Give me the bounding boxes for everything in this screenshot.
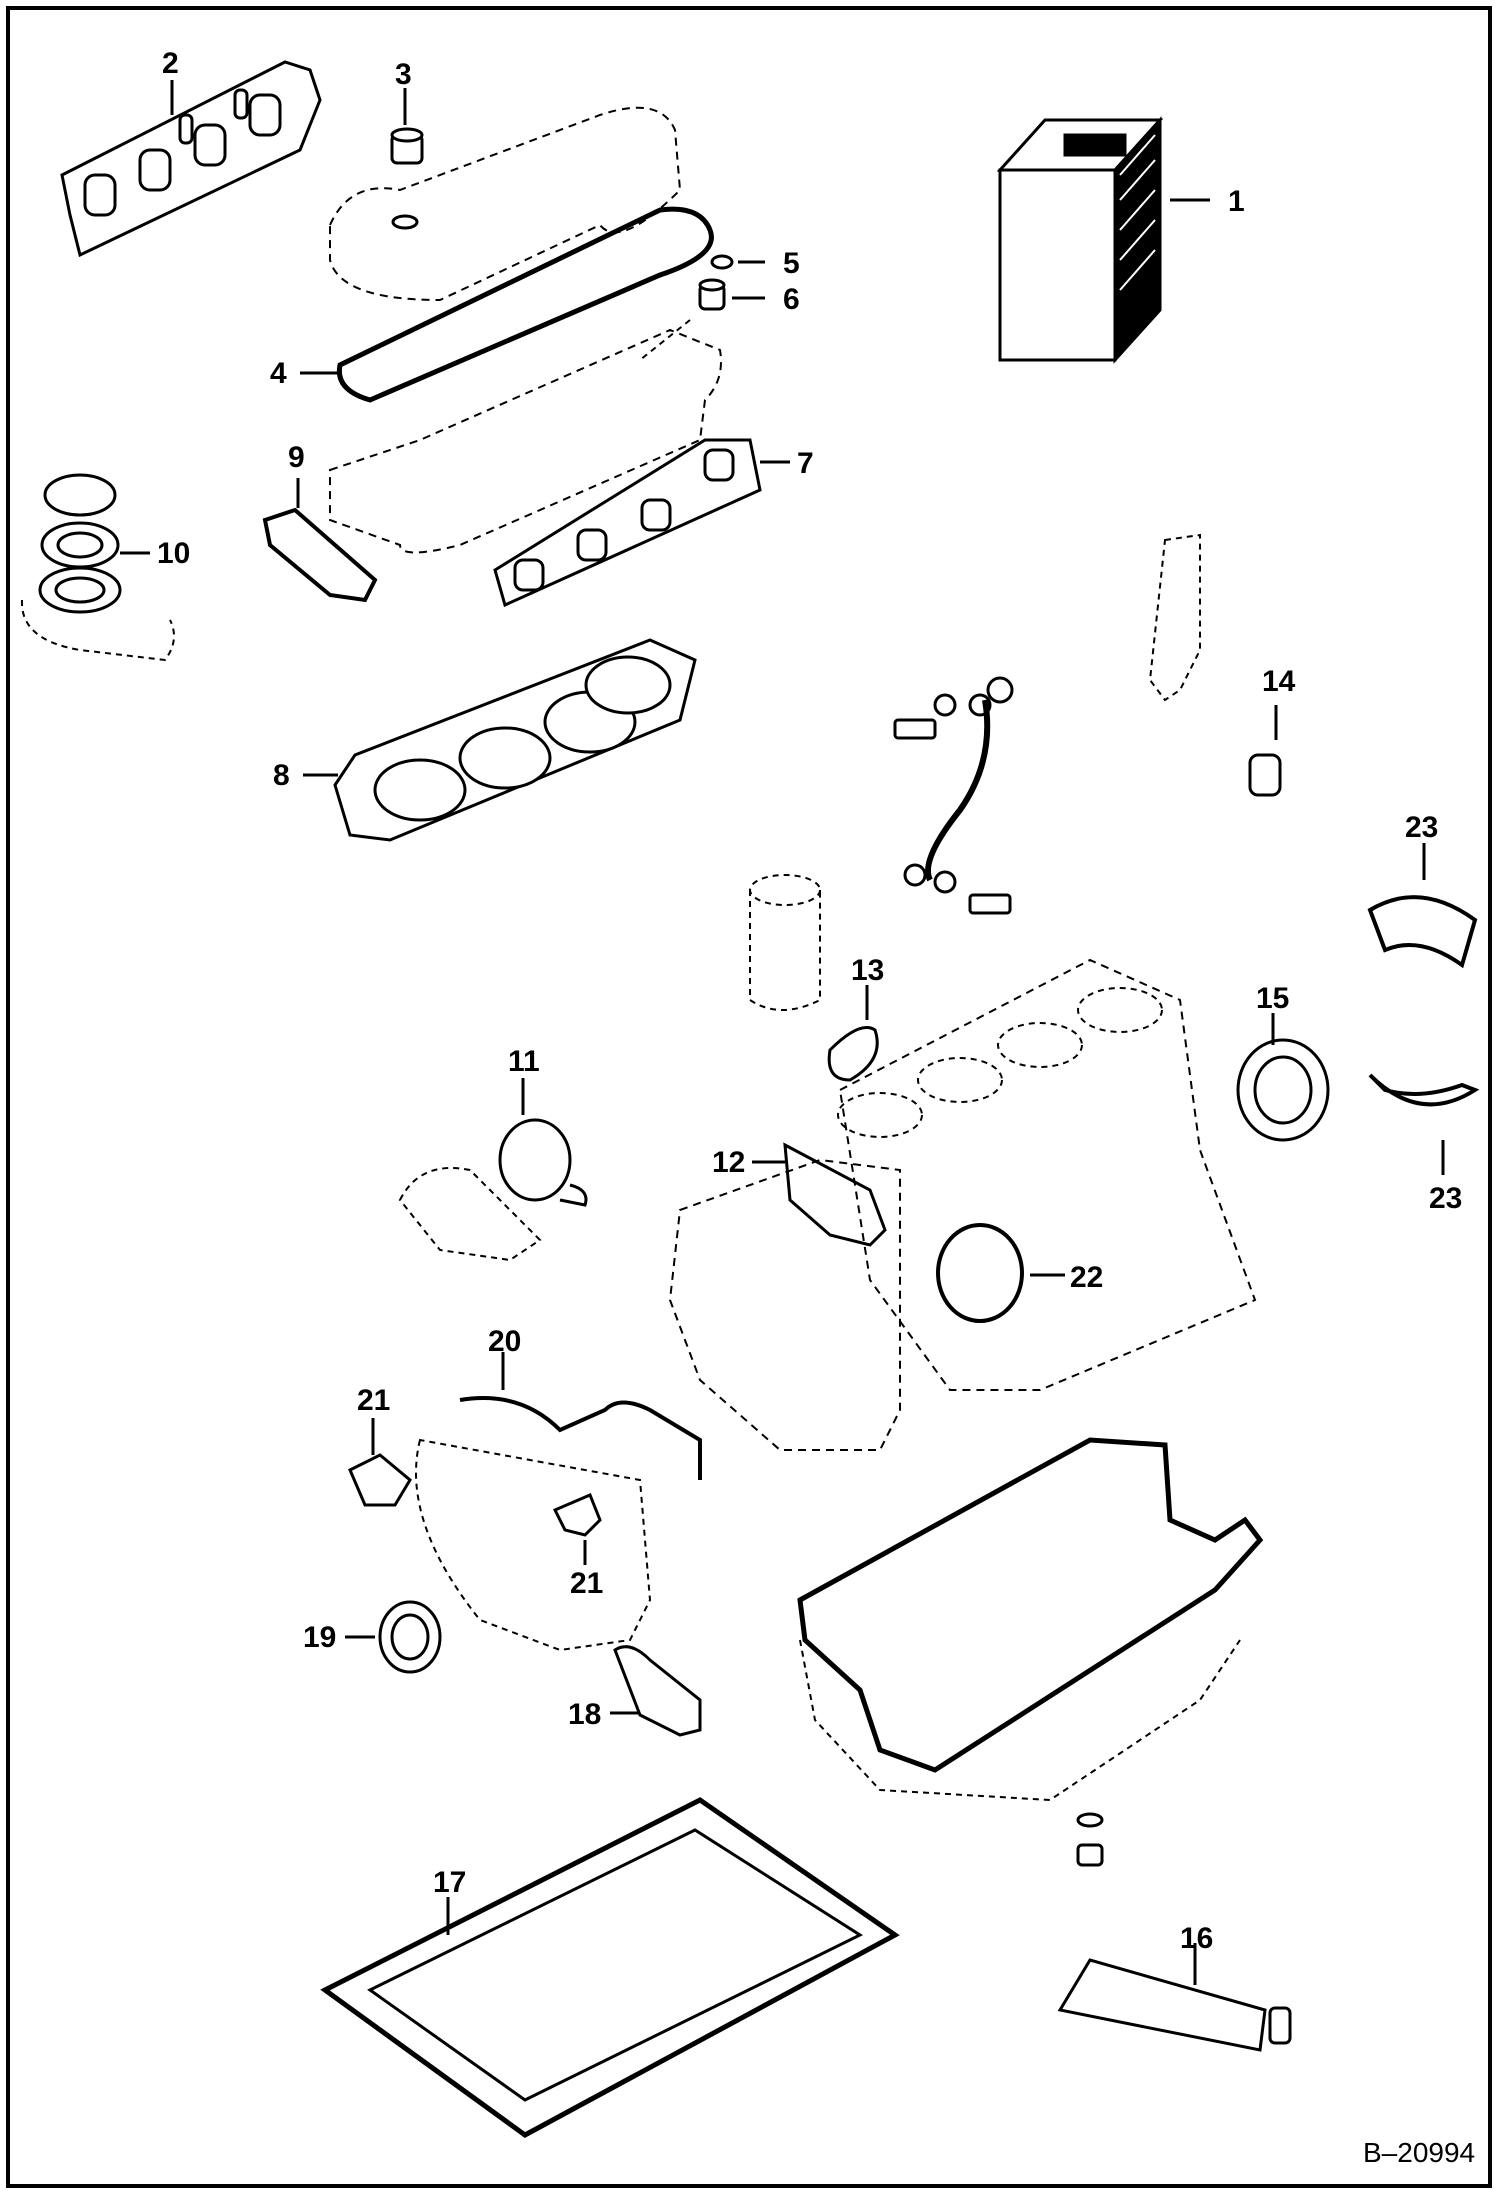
callout-11: 11 [508,1045,540,1078]
part-23-thrust-washer-upper [1367,895,1478,969]
part-12-gasket [783,1142,887,1247]
callout-15: 15 [1256,982,1289,1015]
callout-22: 22 [1070,1261,1103,1294]
callout-17: 17 [433,1866,466,1899]
callout-8: 8 [273,759,290,792]
callout-13: 13 [851,954,884,987]
oil-line-assembly [893,676,1014,915]
callout-4: 4 [270,357,287,390]
part-18-gasket [613,1645,702,1737]
part-2-exhaust-manifold-gasket [60,60,322,258]
part-7-intake-manifold-gasket [493,438,762,608]
cylinder-head-outline [329,328,722,554]
part-5-o-ring [710,254,734,270]
engine-block-outline [838,958,1257,1391]
part-8-head-gasket [333,638,697,842]
callout-16: 16 [1180,1922,1213,1955]
callout-18: 18 [568,1698,601,1731]
figure-reference: B–20994 [1363,2137,1475,2168]
oil-pan-gasket [797,1437,1264,1773]
part-23-thrust-washer-lower [1368,1073,1480,1107]
callout-6: 6 [783,283,800,316]
timing-cover-outline [668,1158,901,1451]
callout-21-left: 21 [357,1384,390,1417]
callout-5: 5 [783,247,800,280]
part-17-oil-pan-gasket [320,1797,900,2138]
part-10-gasket [20,473,175,662]
part-14-gasket [1148,533,1282,797]
part-19-oil-seal [378,1600,442,1674]
part-11-gasket [398,1118,588,1262]
callout-9: 9 [288,441,305,474]
callout-1: 1 [1228,185,1245,218]
part-9-gasket [262,507,378,603]
callout-14: 14 [1262,665,1296,698]
part-4-valve-cover-gasket [336,206,714,403]
part-6-cap [698,278,726,311]
callout-12: 12 [712,1146,745,1179]
part-21-gasket-left [348,1453,412,1507]
callout-20: 20 [488,1325,521,1358]
callout-19: 19 [303,1621,336,1654]
part-15-oil-seal [1236,1038,1330,1142]
part-3-nut [390,127,424,230]
drain-plug [1076,1812,1104,1867]
callout-7: 7 [797,447,814,480]
part-22-o-ring [936,1223,1024,1323]
callout-3: 3 [395,58,412,91]
part-16-sealant-tube [1057,1958,1292,2052]
part-1-kit-box [996,116,1164,364]
callout-23-upper: 23 [1405,811,1438,844]
callout-23-lower: 23 [1429,1182,1462,1215]
callout-21-right: 21 [570,1567,603,1600]
part-20-gasket [459,1396,702,1480]
frame-border [6,6,1492,2188]
callout-10: 10 [157,537,190,570]
part-13-gasket [749,874,879,1082]
valve-cover-outline [329,106,682,302]
part-21-gasket-right [552,1493,602,1537]
callout-2: 2 [162,47,179,80]
